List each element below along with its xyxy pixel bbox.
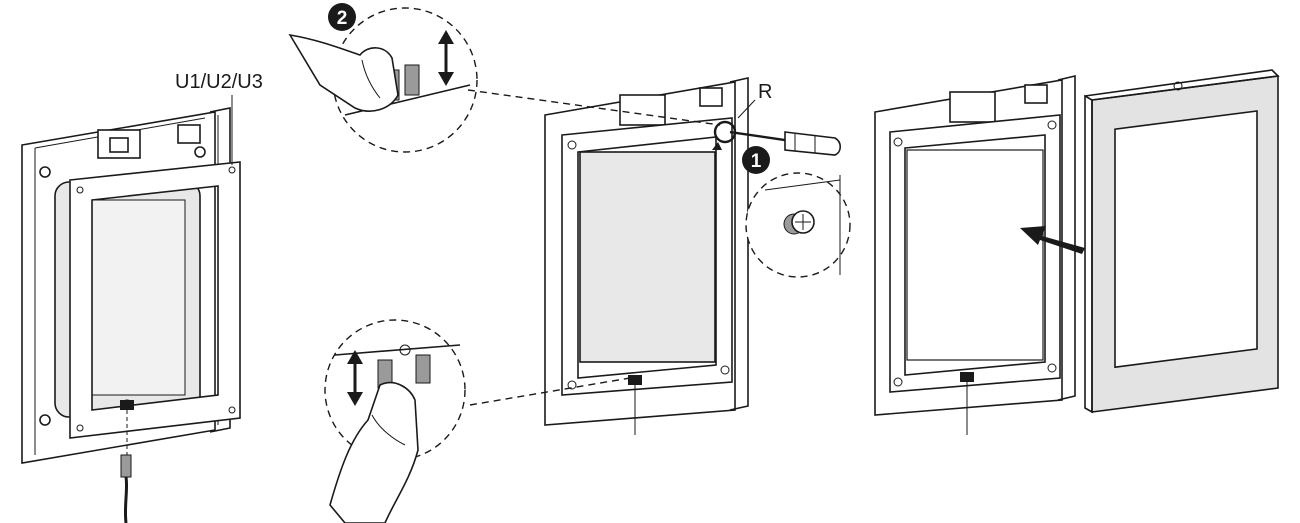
figure-1-enclosure: U1/U2/U3 <box>21 71 263 523</box>
leader-bottom <box>469 377 631 406</box>
step-2-number: 2 <box>337 8 348 29</box>
step-1-badge <box>742 146 770 174</box>
detail-screw <box>745 172 851 278</box>
figure-2-enclosure: R 1 <box>544 77 842 435</box>
detail-bottom-clip <box>324 319 466 523</box>
detail-top-clip: 2 <box>288 3 478 153</box>
leader-top <box>467 89 721 126</box>
front-cover <box>1084 69 1280 414</box>
figure-3-enclosure <box>874 74 1085 435</box>
model-label: U1/U2/U3 <box>175 71 263 93</box>
step-1-number: 1 <box>751 151 762 172</box>
r-label: R <box>758 81 772 103</box>
step-2-badge <box>328 3 356 31</box>
